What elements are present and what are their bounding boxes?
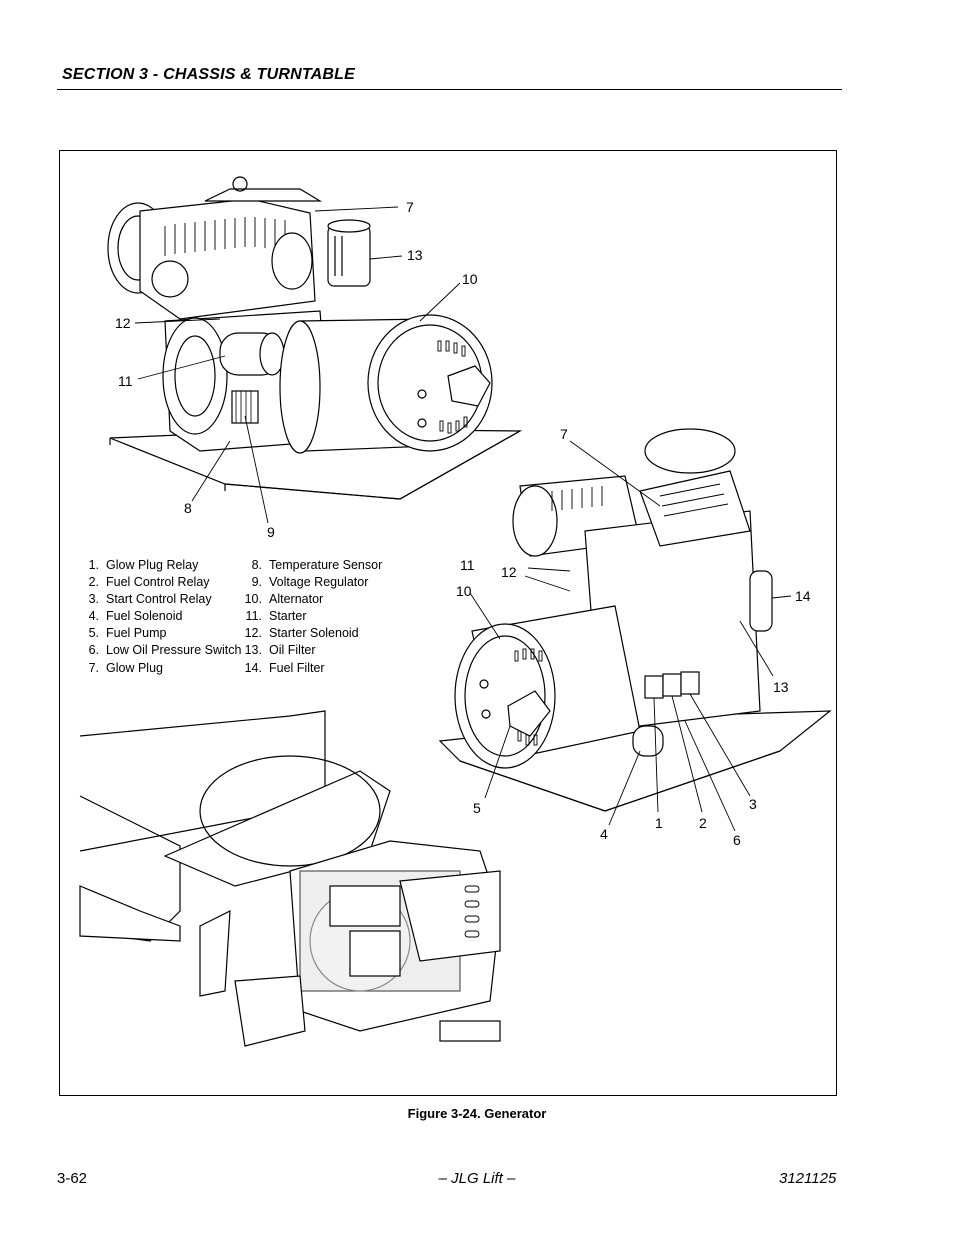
figure-caption: Figure 3-24. Generator bbox=[407, 1106, 547, 1121]
legend-item: 11.Starter bbox=[245, 609, 307, 624]
callout-right-11: 11 bbox=[460, 557, 475, 573]
callout-right-12: 12 bbox=[501, 564, 517, 580]
legend-item: 12.Starter Solenoid bbox=[244, 626, 359, 641]
callout-right-3: 3 bbox=[749, 796, 757, 812]
document-number: 3121125 bbox=[779, 1170, 837, 1187]
section-header: SECTION 3 - CHASSIS & TURNTABLE bbox=[62, 66, 356, 83]
callout-top-9: 9 bbox=[267, 524, 275, 540]
legend-column-1: 1.Glow Plug Relay 2.Fuel Control Relay 3… bbox=[75, 557, 242, 677]
callout-top-7: 7 bbox=[406, 199, 414, 215]
legend-item: 10.Alternator bbox=[244, 592, 324, 607]
callout-top-12: 12 bbox=[115, 315, 131, 331]
legend-item: 2.Fuel Control Relay bbox=[88, 575, 210, 590]
generator-illustration bbox=[79, 176, 832, 1047]
callout-right-6: 6 bbox=[733, 832, 741, 848]
page-number: 3-62 bbox=[57, 1170, 88, 1187]
legend-item: 7.Glow Plug bbox=[88, 660, 163, 675]
callout-right-13: 13 bbox=[773, 679, 789, 695]
callout-top-8: 8 bbox=[184, 500, 192, 516]
legend-item: 14.Fuel Filter bbox=[244, 660, 325, 675]
footer-center-text: – JLG Lift – bbox=[438, 1170, 516, 1187]
callout-right-4: 4 bbox=[600, 826, 608, 842]
callout-right-5: 5 bbox=[473, 800, 481, 816]
callout-top-11: 11 bbox=[118, 373, 133, 389]
callout-top-13: 13 bbox=[407, 247, 423, 263]
callout-right-7: 7 bbox=[560, 426, 568, 442]
callout-right-1: 1 bbox=[655, 815, 663, 831]
legend-item: 9.Voltage Regulator bbox=[251, 575, 369, 590]
callout-right-14: 14 bbox=[795, 588, 811, 604]
legend-item: 1.Glow Plug Relay bbox=[88, 558, 199, 572]
legend-item: 8.Temperature Sensor bbox=[251, 558, 383, 572]
header-rule bbox=[57, 89, 842, 90]
callout-right-10: 10 bbox=[456, 583, 472, 599]
legend-item: 3.Start Control Relay bbox=[88, 592, 212, 607]
callout-right-2: 2 bbox=[699, 815, 707, 831]
legend-item: 6.Low Oil Pressure Switch bbox=[88, 643, 242, 658]
legend-item: 4.Fuel Solenoid bbox=[88, 609, 183, 624]
legend-column-2: 8.Temperature Sensor 9.Voltage Regulator… bbox=[238, 557, 383, 677]
legend-item: 13.Oil Filter bbox=[244, 643, 316, 658]
legend-item: 5.Fuel Pump bbox=[88, 626, 167, 641]
callout-top-10: 10 bbox=[462, 271, 478, 287]
figure-frame: 7 13 10 12 11 8 9 7 11 12 10 14 13 5 4 1… bbox=[59, 150, 837, 1096]
